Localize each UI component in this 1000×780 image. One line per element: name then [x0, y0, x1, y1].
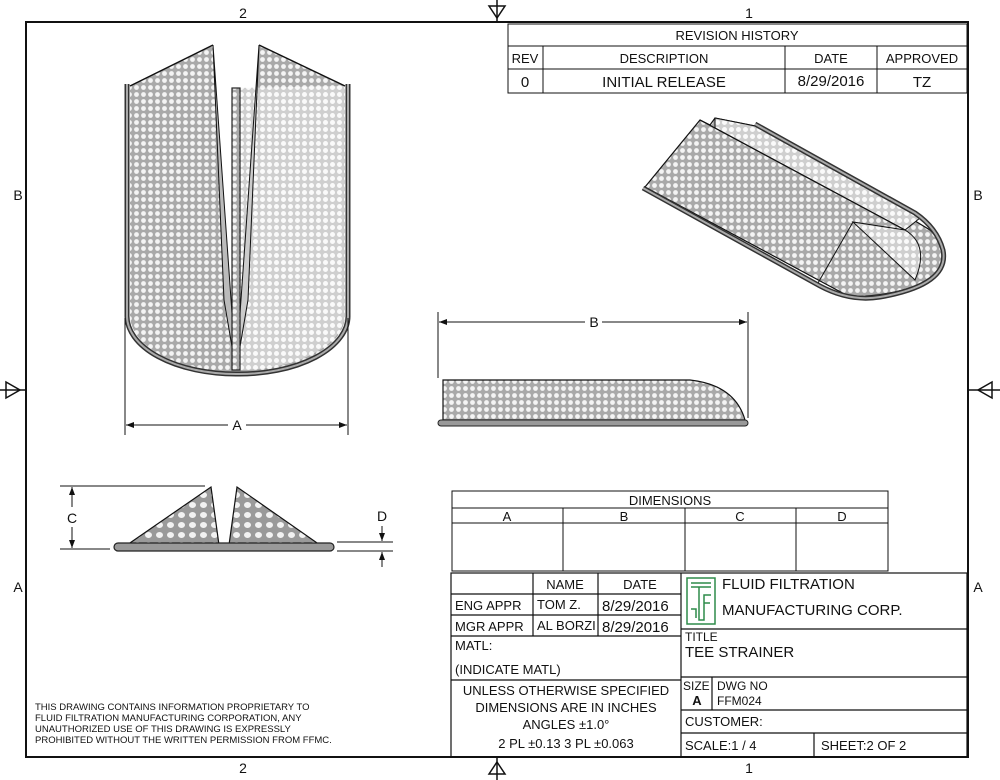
- zone-label: 1: [745, 760, 753, 776]
- sheet-number: SHEET:2 OF 2: [821, 738, 906, 753]
- dwg-no-value: FFM024: [717, 694, 762, 708]
- title-block: [450, 572, 968, 758]
- dimensions-header-c: C: [735, 509, 744, 524]
- zone-label: B: [13, 187, 22, 203]
- mgr-appr-date: 8/29/2016: [602, 619, 669, 636]
- eng-appr-name: TOM Z.: [537, 597, 581, 612]
- eng-appr-label: ENG APPR: [455, 598, 521, 613]
- drawing-title: TEE STRAINER: [685, 644, 794, 661]
- dimensions-header-b: B: [620, 509, 629, 524]
- matl-label: MATL:: [455, 638, 492, 653]
- rev-header: REV: [512, 51, 539, 66]
- disclaimer-line: UNAUTHORIZED USE OF THIS DRAWING IS EXPR…: [35, 724, 291, 735]
- date-value: 8/29/2016: [798, 73, 865, 90]
- title-label: TITLE: [685, 630, 718, 644]
- tolerance-note-4: 2 PL ±0.13 3 PL ±0.063: [498, 736, 633, 751]
- center-mark-top: [487, 0, 507, 22]
- dimension-b-label: B: [589, 314, 598, 330]
- side-view: [437, 312, 749, 427]
- dimensions-header-a: A: [503, 509, 512, 524]
- center-mark-right: [968, 380, 1000, 400]
- matl-value: (INDICATE MATL): [455, 662, 561, 677]
- mgr-appr-name: AL BORZI: [537, 618, 596, 633]
- dimensions-title: DIMENSIONS: [629, 493, 712, 508]
- end-view: [60, 485, 393, 567]
- description-value: INITIAL RELEASE: [602, 74, 726, 91]
- zone-label: A: [13, 579, 23, 595]
- revision-history-table: [507, 23, 968, 94]
- date-header: DATE: [623, 577, 657, 592]
- date-header: DATE: [814, 51, 848, 66]
- dimension-d-label: D: [377, 508, 387, 524]
- company-logo: [686, 577, 716, 625]
- approved-value: TZ: [913, 74, 931, 91]
- center-mark-bottom: [487, 757, 507, 780]
- disclaimer-line: FLUID FILTRATION MANUFACTURING CORPORATI…: [35, 713, 302, 724]
- tolerance-note-1: UNLESS OTHERWISE SPECIFIED: [463, 683, 669, 698]
- front-view: [124, 44, 351, 435]
- mgr-appr-label: MGR APPR: [455, 619, 524, 634]
- disclaimer-line: PROHIBITED WITHOUT THE WRITTEN PERMISSIO…: [35, 735, 332, 746]
- zone-label: A: [973, 579, 983, 595]
- dimensions-header-d: D: [837, 509, 846, 524]
- dimensions-table: [451, 490, 889, 572]
- zone-label: B: [973, 187, 982, 203]
- zone-label: 2: [239, 760, 247, 776]
- dimension-a-label: A: [232, 417, 242, 433]
- dwg-no-label: DWG NO: [717, 679, 768, 693]
- company-name-line2: MANUFACTURING CORP.: [722, 602, 903, 619]
- zone-label: 1: [745, 5, 753, 21]
- center-mark-left: [0, 380, 26, 400]
- size-label: SIZE: [683, 679, 710, 693]
- scale: SCALE:1 / 4: [685, 738, 757, 753]
- company-name-line1: FLUID FILTRATION: [722, 576, 855, 593]
- isometric-view: [641, 117, 947, 301]
- disclaimer-line: THIS DRAWING CONTAINS INFORMATION PROPRI…: [35, 702, 309, 713]
- tolerance-note-3: ANGLES ±1.0°: [523, 717, 610, 732]
- size-value: A: [692, 693, 702, 708]
- description-header: DESCRIPTION: [620, 51, 709, 66]
- approved-header: APPROVED: [886, 51, 958, 66]
- eng-appr-date: 8/29/2016: [602, 598, 669, 615]
- dimension-c-label: C: [67, 510, 77, 526]
- revision-history-title: REVISION HISTORY: [675, 28, 798, 43]
- customer-label: CUSTOMER:: [685, 714, 763, 729]
- zone-label: 2: [239, 5, 247, 21]
- rev-value: 0: [521, 74, 529, 91]
- tolerance-note-2: DIMENSIONS ARE IN INCHES: [475, 700, 657, 715]
- name-header: NAME: [546, 577, 584, 592]
